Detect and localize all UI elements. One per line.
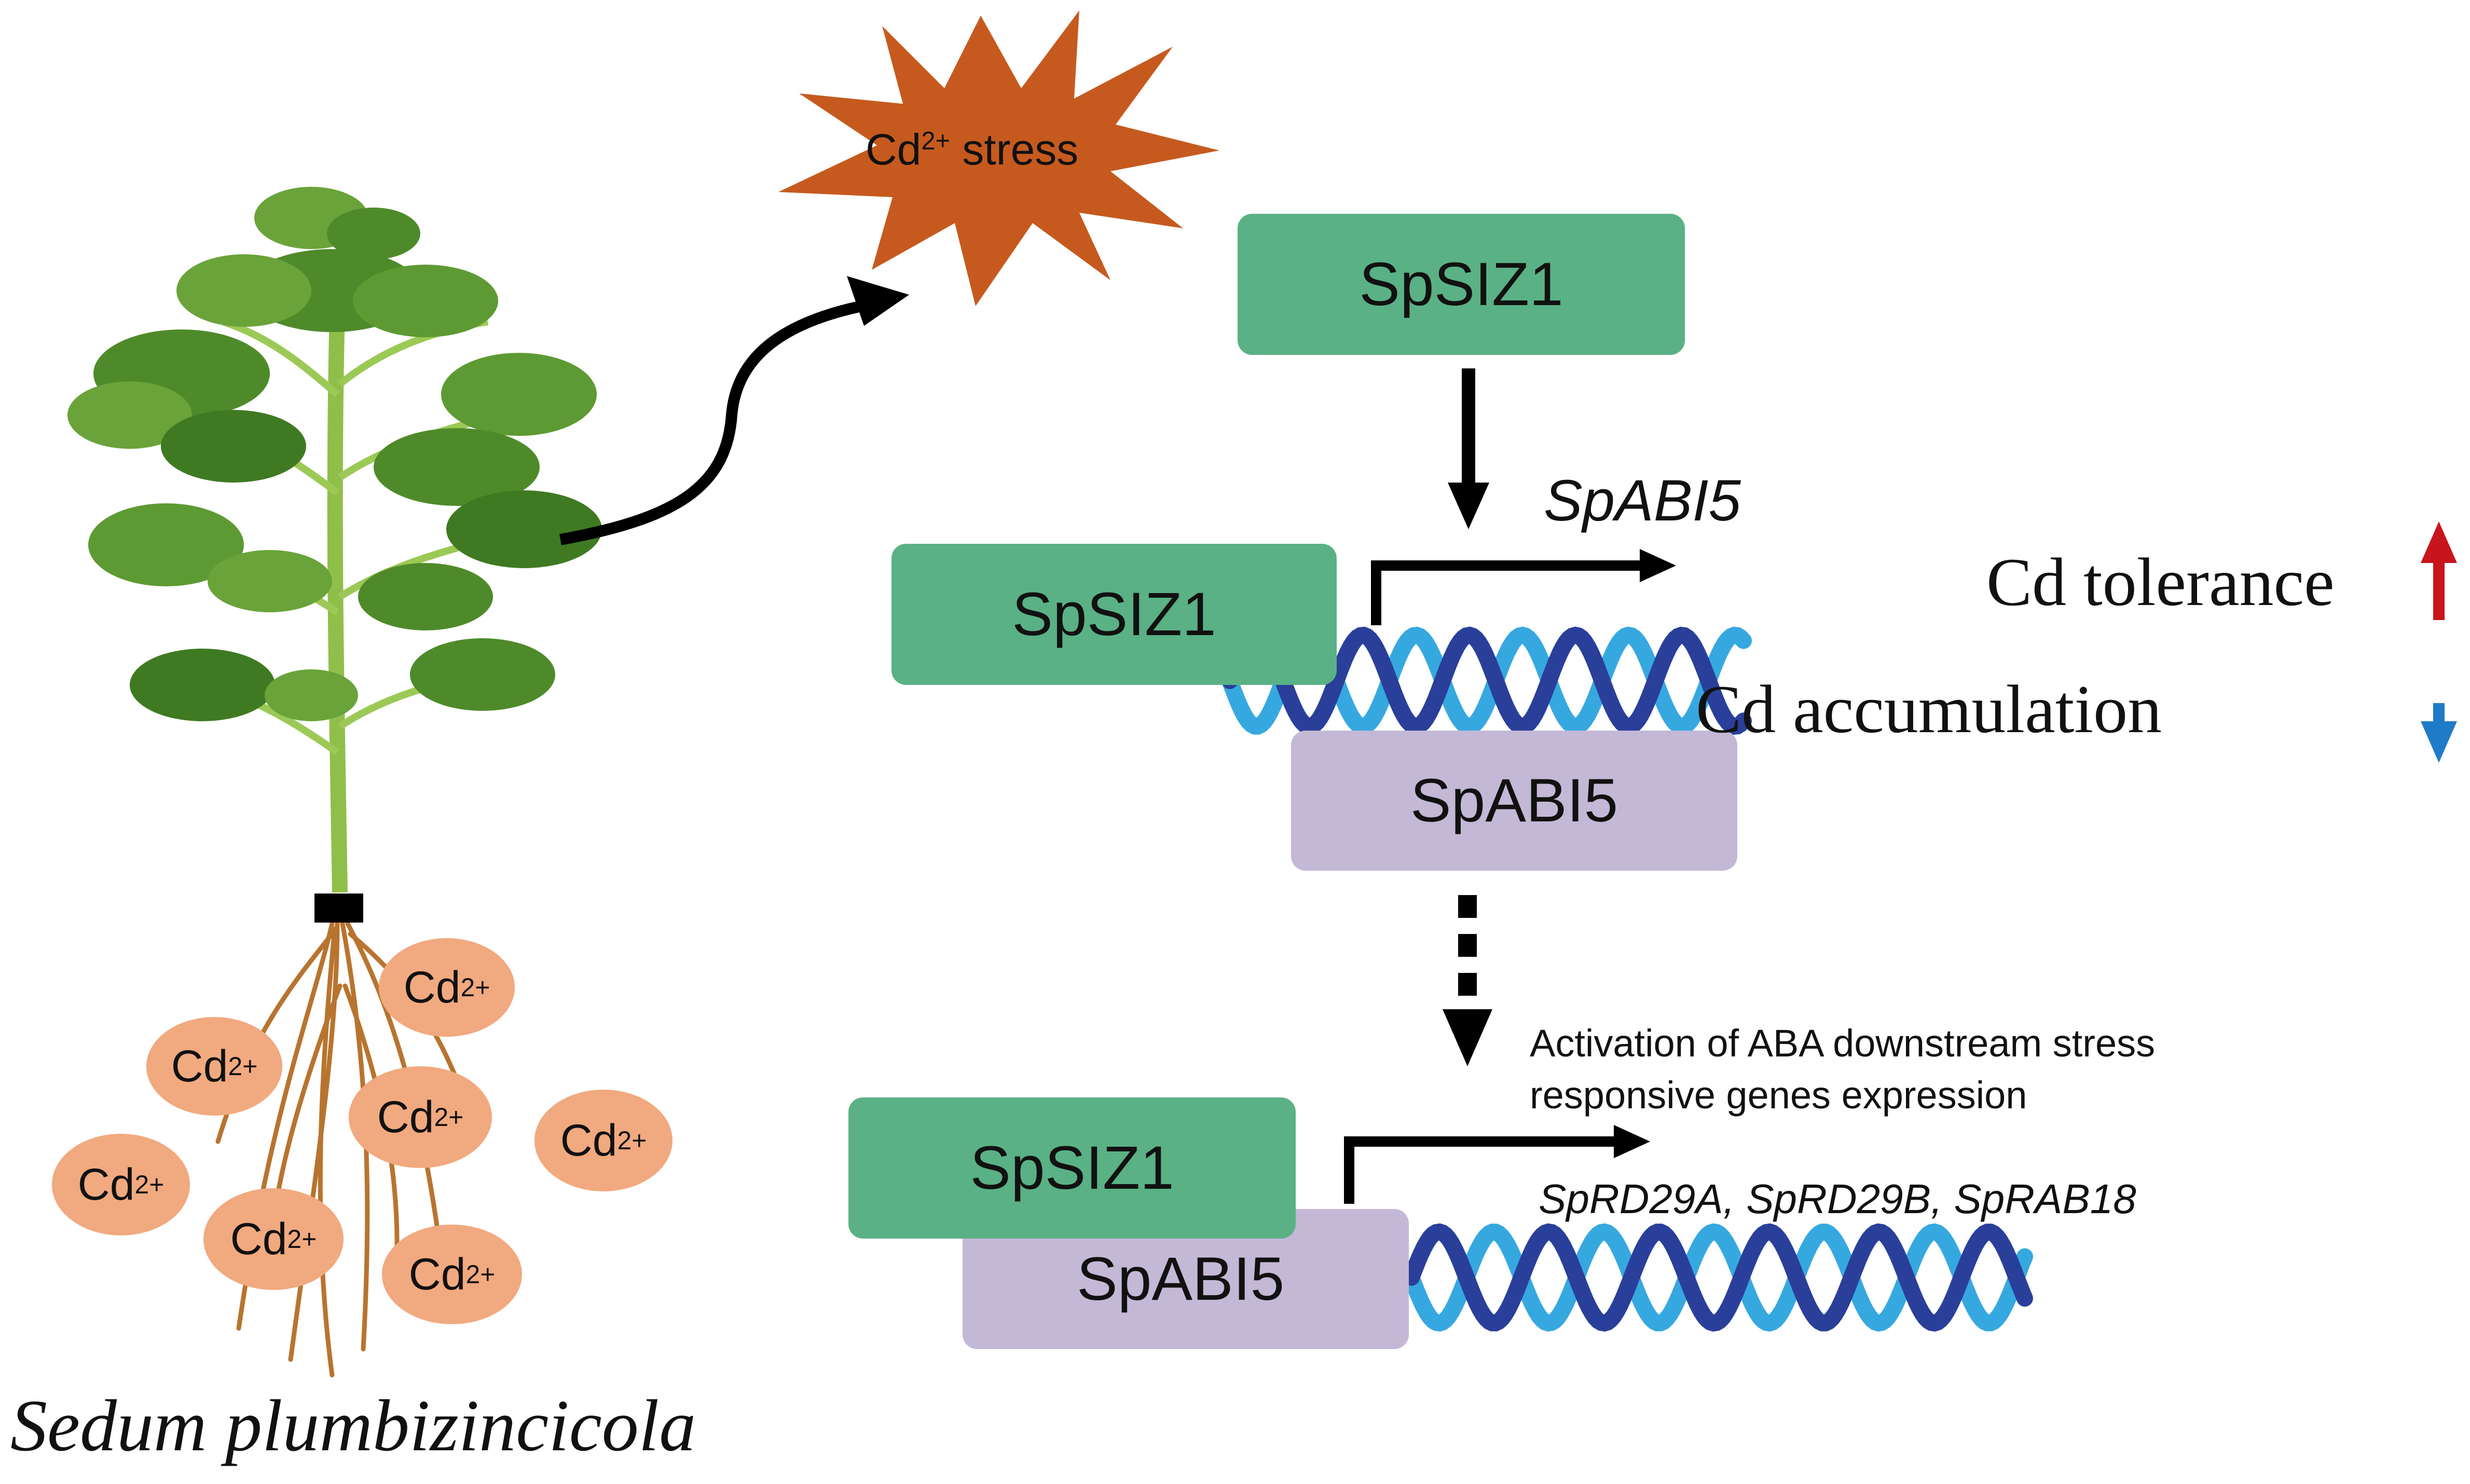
spabi5-box-mid: SpABI5 xyxy=(1291,731,1737,871)
effect-cd-tolerance: Cd tolerance xyxy=(1986,544,2335,620)
activation-text-line2: responsive genes expression xyxy=(1530,1074,2027,1117)
gene-label-spabi5: SpABI5 xyxy=(1544,468,1741,533)
arrow-plant-to-stress-head xyxy=(847,276,909,326)
dna-helix-bottom xyxy=(1403,1223,2033,1332)
spsiz1-box-mid: SpSIZ1 xyxy=(891,544,1337,685)
arrow-siz1-down-head xyxy=(1448,483,1489,529)
plant-leaves xyxy=(67,187,602,721)
spsiz1-box-top: SpSIZ1 xyxy=(1238,214,1685,355)
plant-stem xyxy=(327,311,348,893)
plant-species-name: Sedum plumbizincicola xyxy=(10,1384,696,1466)
transcription-arrow-mid xyxy=(1371,560,1640,625)
spsiz1-box-bottom: SpSIZ1 xyxy=(848,1097,1296,1239)
transcription-arrow-bottom xyxy=(1344,1136,1614,1204)
dna-strand xyxy=(1403,1223,2033,1332)
activation-text-line1: Activation of ABA downstream stress xyxy=(1530,1022,2156,1065)
target-genes-label: SpRD29A, SpRD29B, SpRAB18 xyxy=(1539,1176,2136,1222)
stress-star-shape xyxy=(778,10,1219,306)
arrow-down-icon xyxy=(2421,703,2457,763)
transcription-arrow-mid-head xyxy=(1640,549,1676,582)
transcription-arrow-bottom-head xyxy=(1614,1125,1650,1158)
root-collar-band xyxy=(314,894,363,923)
arrow-plant-to-stress xyxy=(559,300,863,545)
dna-strand xyxy=(1403,1223,2033,1332)
stress-label: Cd2+ stress xyxy=(866,125,1079,174)
dna-strand xyxy=(1222,626,1752,735)
dashed-arrow xyxy=(1443,895,1492,1066)
plant-illustration xyxy=(67,187,602,1378)
effect-cd-accumulation: Cd accumulation xyxy=(1696,671,2162,747)
arrow-up-icon xyxy=(2421,521,2457,620)
